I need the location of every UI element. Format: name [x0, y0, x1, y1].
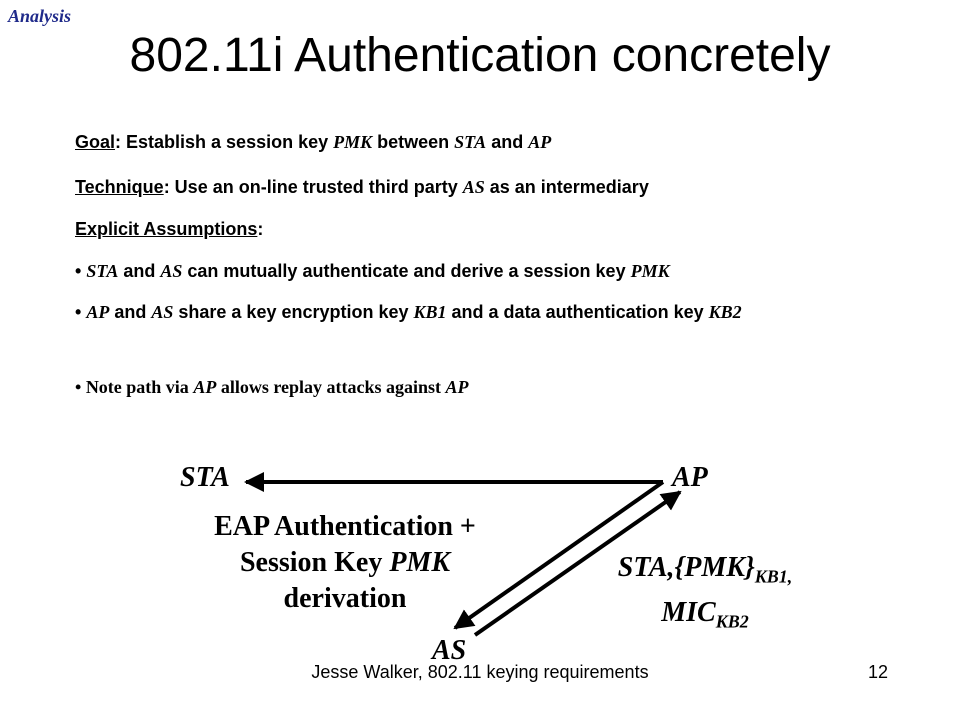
message-line-2: MICKB2	[575, 595, 835, 640]
bullet-3: • Note path via AP allows replay attacks…	[75, 375, 895, 399]
bullet3-text-2: allows replay attacks against	[216, 377, 446, 397]
goal-text-3: and	[486, 132, 529, 152]
node-as: AS	[432, 635, 467, 666]
message-kb2: KB2	[715, 611, 749, 632]
assumptions-colon: :	[257, 219, 264, 239]
bullet2-var-ap: AP	[86, 302, 110, 322]
bullet2-var-as: AS	[151, 302, 174, 322]
bullet1-var-pmk: PMK	[630, 261, 670, 281]
message-kb1: KB1,	[754, 566, 793, 587]
message-label: STA,{PMK}KB1, MICKB2	[575, 550, 835, 639]
assumptions-label: Explicit Assumptions	[75, 219, 258, 239]
bullet3-var-ap: AP	[193, 377, 217, 397]
message-mic: MIC	[661, 596, 716, 628]
technique-line: Technique: Use an on-line trusted third …	[75, 175, 895, 199]
bullet2-var-kb1: KB1	[413, 302, 447, 322]
technique-var-as: AS	[462, 177, 485, 197]
bullet1-text-2: can mutually authenticate and derive a s…	[182, 261, 631, 281]
section-tag: Analysis	[8, 6, 72, 26]
eap-line-2-prefix: Session Key	[239, 547, 390, 578]
message-sta-pmk: STA,{PMK}	[617, 552, 755, 583]
eap-line-2: Session Key PMK	[150, 545, 540, 581]
slide-title: 802.11i Authentication concretely	[129, 29, 831, 82]
bullet3-text-1: Note path via	[81, 377, 194, 397]
bullet-mark: •	[75, 261, 82, 281]
goal-var-pmk: PMK	[333, 132, 373, 152]
bullet1-var-sta: STA	[86, 261, 119, 281]
bullet2-text-1: and	[109, 302, 152, 322]
technique-text-1: : Use an on-line trusted third party	[163, 177, 463, 197]
footer-text: Jesse Walker, 802.11 keying requirements	[311, 662, 649, 682]
bullet3-var-ap-2: AP	[445, 377, 469, 397]
technique-label: Technique	[75, 177, 164, 197]
bullet2-text-3: and a data authentication key	[446, 302, 709, 322]
bullet-2: • AP and AS share a key encryption key K…	[75, 300, 895, 324]
eap-line-3: derivation	[283, 583, 407, 614]
eap-label: EAP Authentication + Session Key PMK der…	[150, 509, 540, 617]
eap-line-1: EAP Authentication +	[214, 511, 476, 542]
bullet2-var-kb2: KB2	[708, 302, 742, 322]
bullet-1: • STA and AS can mutually authenticate a…	[75, 259, 895, 283]
bullet1-var-as: AS	[160, 261, 183, 281]
arrow-ap-to-as	[453, 480, 665, 630]
bullet2-text-2: share a key encryption key	[173, 302, 414, 322]
goal-var-sta: STA	[454, 132, 487, 152]
node-ap: AP	[672, 462, 708, 493]
technique-text-2: as an intermediary	[484, 177, 649, 197]
assumptions-line: Explicit Assumptions:	[75, 217, 895, 241]
bullet1-text-1: and	[118, 261, 161, 281]
arrow-as-to-ap	[473, 490, 682, 637]
bullet-mark: •	[75, 377, 82, 397]
node-sta: STA	[180, 462, 230, 493]
page-number: 12	[868, 662, 889, 682]
message-line-1: STA,{PMK}KB1,	[575, 550, 835, 595]
bullet-mark: •	[75, 302, 82, 322]
goal-text-1: : Establish a session key	[115, 132, 334, 152]
goal-text-2: between	[372, 132, 455, 152]
goal-var-ap: AP	[528, 132, 552, 152]
goal-line: Goal: Establish a session key PMK betwee…	[75, 130, 895, 154]
goal-label: Goal	[75, 132, 116, 152]
eap-line-2-var: PMK	[389, 547, 451, 578]
